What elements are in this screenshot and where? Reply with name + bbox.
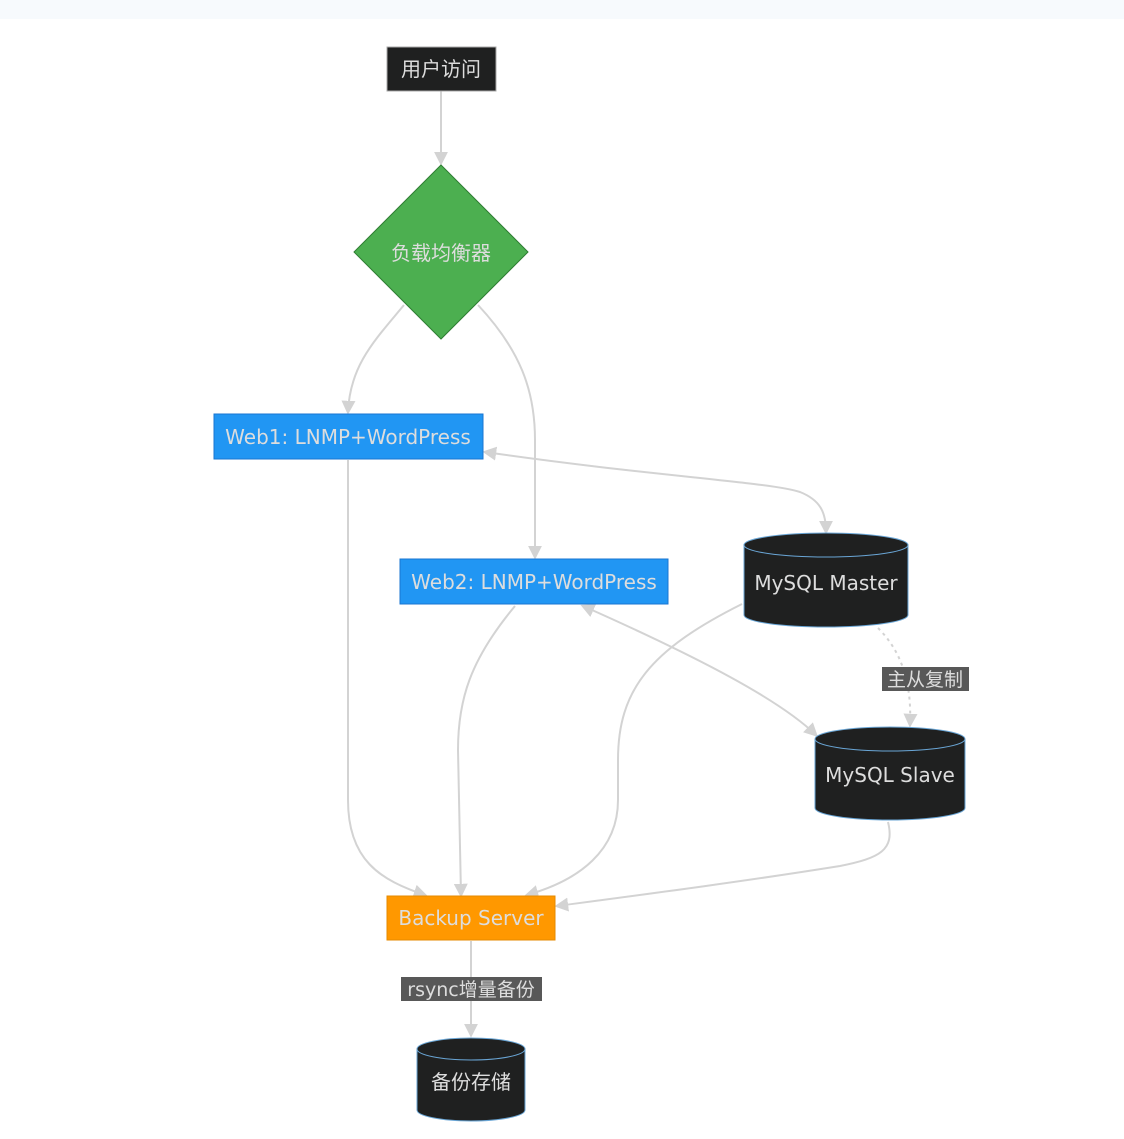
node-web2: Web2: LNMP+WordPress	[399, 558, 669, 605]
node-user-access: 用户访问	[386, 46, 497, 92]
edge-slave-to-backup	[554, 821, 891, 912]
node-mysql-slave: MySQL Slave	[814, 726, 966, 821]
edge-web2-mysql-slave	[580, 604, 819, 737]
edge-web2-to-backup	[453, 605, 516, 898]
svg-text:Web2: LNMP+WordPress: Web2: LNMP+WordPress	[411, 570, 657, 594]
svg-text:Web1: LNMP+WordPress: Web1: LNMP+WordPress	[225, 425, 471, 449]
svg-text:rsync增量备份: rsync增量备份	[407, 979, 534, 1001]
svg-text:主从复制: 主从复制	[887, 669, 963, 691]
node-backup-storage: 备份存储	[416, 1037, 526, 1122]
edge-web1-mysql-master	[482, 446, 833, 535]
svg-text:用户访问: 用户访问	[401, 57, 481, 81]
edge-master-to-slave-replication	[877, 627, 918, 728]
svg-text:MySQL Slave: MySQL Slave	[825, 763, 955, 787]
top-strip	[0, 0, 1124, 19]
node-backup-server: Backup Server	[386, 895, 556, 941]
edge-master-to-backup	[524, 603, 743, 899]
node-web1: Web1: LNMP+WordPress	[213, 413, 484, 460]
edge-web1-to-backup	[347, 460, 428, 899]
svg-text:Backup Server: Backup Server	[398, 906, 544, 930]
node-load-balancer: 负载均衡器	[353, 164, 529, 340]
svg-text:备份存储: 备份存储	[431, 1070, 511, 1094]
edge-label-rsync: rsync增量备份	[401, 977, 542, 1001]
edge-label-replication: 主从复制	[882, 667, 969, 691]
node-mysql-master: MySQL Master	[743, 532, 909, 628]
svg-text:负载均衡器: 负载均衡器	[391, 241, 491, 265]
edge-lb-to-web2	[477, 304, 542, 560]
edge-lb-to-web1	[341, 304, 405, 415]
svg-text:MySQL Master: MySQL Master	[754, 571, 898, 595]
